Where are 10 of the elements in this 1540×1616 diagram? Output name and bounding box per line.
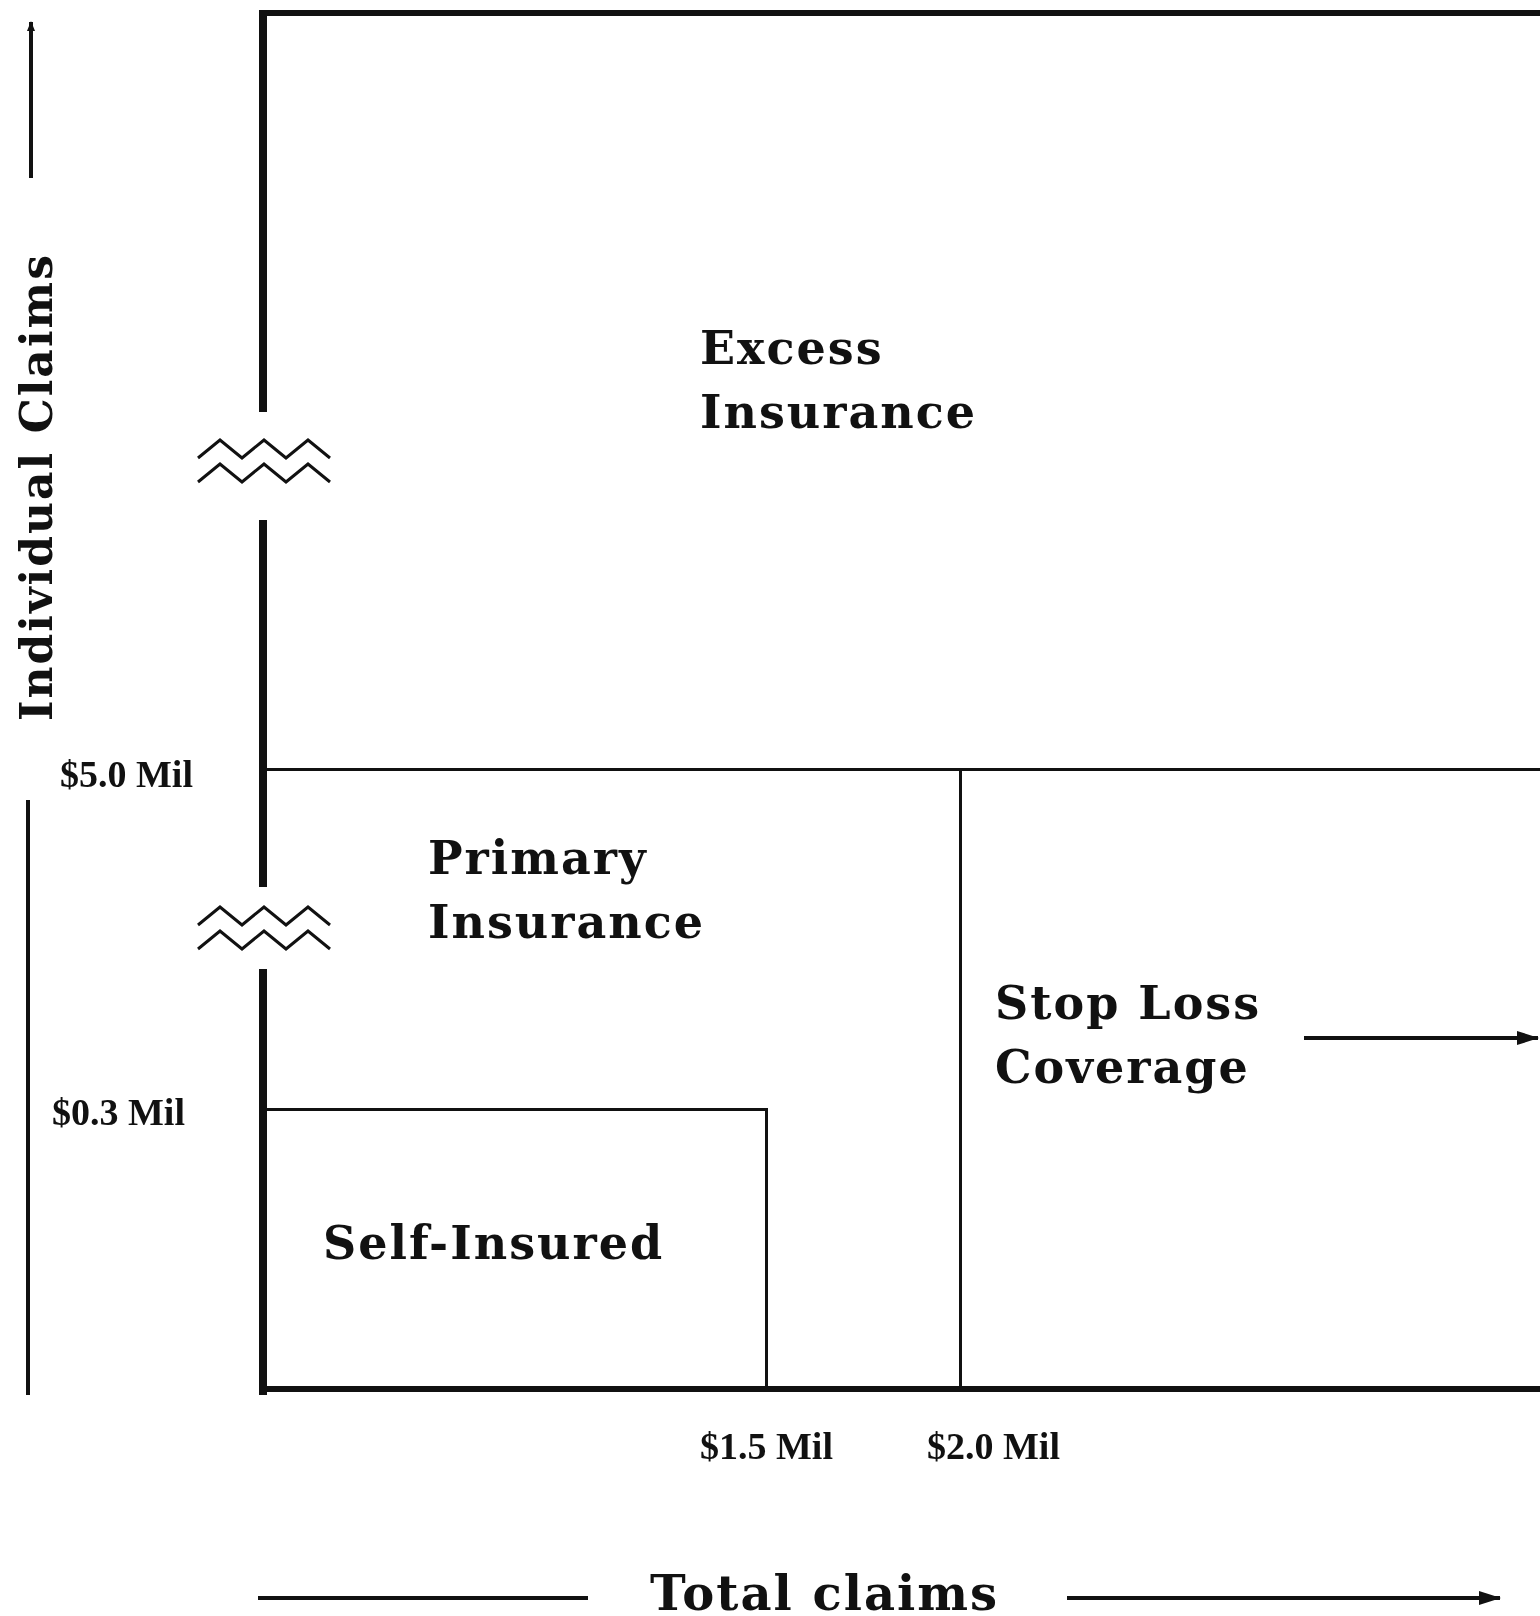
region-label: Stop Loss Coverage xyxy=(995,975,1263,1096)
tick-label: $5.0 Mil xyxy=(60,752,193,796)
axis-title: Individual Claims xyxy=(10,253,62,721)
region-label: Excess Insurance xyxy=(700,320,979,441)
region-label: Self-Insured xyxy=(323,1215,666,1272)
region-label: Primary Insurance xyxy=(428,830,707,951)
tick-label: $1.5 Mil xyxy=(700,1424,833,1468)
tick-label: $0.3 Mil xyxy=(52,1090,185,1134)
tick-label: $2.0 Mil xyxy=(927,1424,1060,1468)
axis-title: Total claims xyxy=(650,1565,1000,1616)
